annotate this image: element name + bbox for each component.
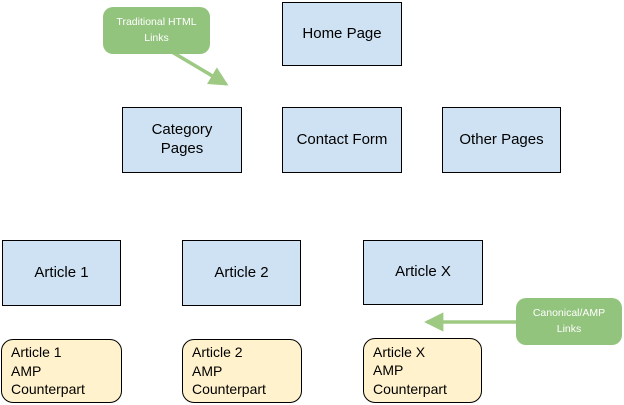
node-article-2-label: Article 2 bbox=[214, 263, 269, 281]
node-article-x-amp-counterpart: Article X AMP Counterpart bbox=[363, 338, 482, 403]
node-other-pages-label: Other Pages bbox=[459, 130, 544, 148]
traditional-links-arrow bbox=[171, 50, 229, 86]
callout-traditional-html-links-label: Traditional HTML Links bbox=[116, 15, 197, 44]
node-contact-form-label: Contact Form bbox=[296, 130, 388, 148]
node-article-1-amp-counterpart-label: Article 1 AMP Counterpart bbox=[11, 344, 85, 398]
node-article-x: Article X bbox=[363, 240, 483, 305]
node-article-1-label: Article 1 bbox=[34, 263, 89, 281]
callout-canonical-amp-links-label: Canonical/AMP Links bbox=[532, 306, 606, 335]
node-other-pages: Other Pages bbox=[442, 107, 561, 173]
node-article-2: Article 2 bbox=[182, 240, 301, 306]
node-article-x-amp-counterpart-label: Article X AMP Counterpart bbox=[373, 343, 447, 397]
node-home-page: Home Page bbox=[282, 2, 402, 66]
callout-traditional-html-links: Traditional HTML Links bbox=[103, 7, 210, 54]
node-article-1: Article 1 bbox=[2, 240, 121, 306]
node-category-pages: Category Pages bbox=[122, 107, 242, 173]
node-article-1-amp-counterpart: Article 1 AMP Counterpart bbox=[1, 339, 122, 403]
callout-canonical-amp-links: Canonical/AMP Links bbox=[516, 298, 622, 345]
node-category-pages-label: Category Pages bbox=[151, 121, 213, 157]
node-contact-form: Contact Form bbox=[282, 107, 402, 173]
node-article-2-amp-counterpart: Article 2 AMP Counterpart bbox=[182, 339, 302, 403]
node-article-x-label: Article X bbox=[395, 263, 451, 281]
node-home-page-label: Home Page bbox=[302, 24, 382, 42]
node-article-2-amp-counterpart-label: Article 2 AMP Counterpart bbox=[192, 344, 266, 398]
